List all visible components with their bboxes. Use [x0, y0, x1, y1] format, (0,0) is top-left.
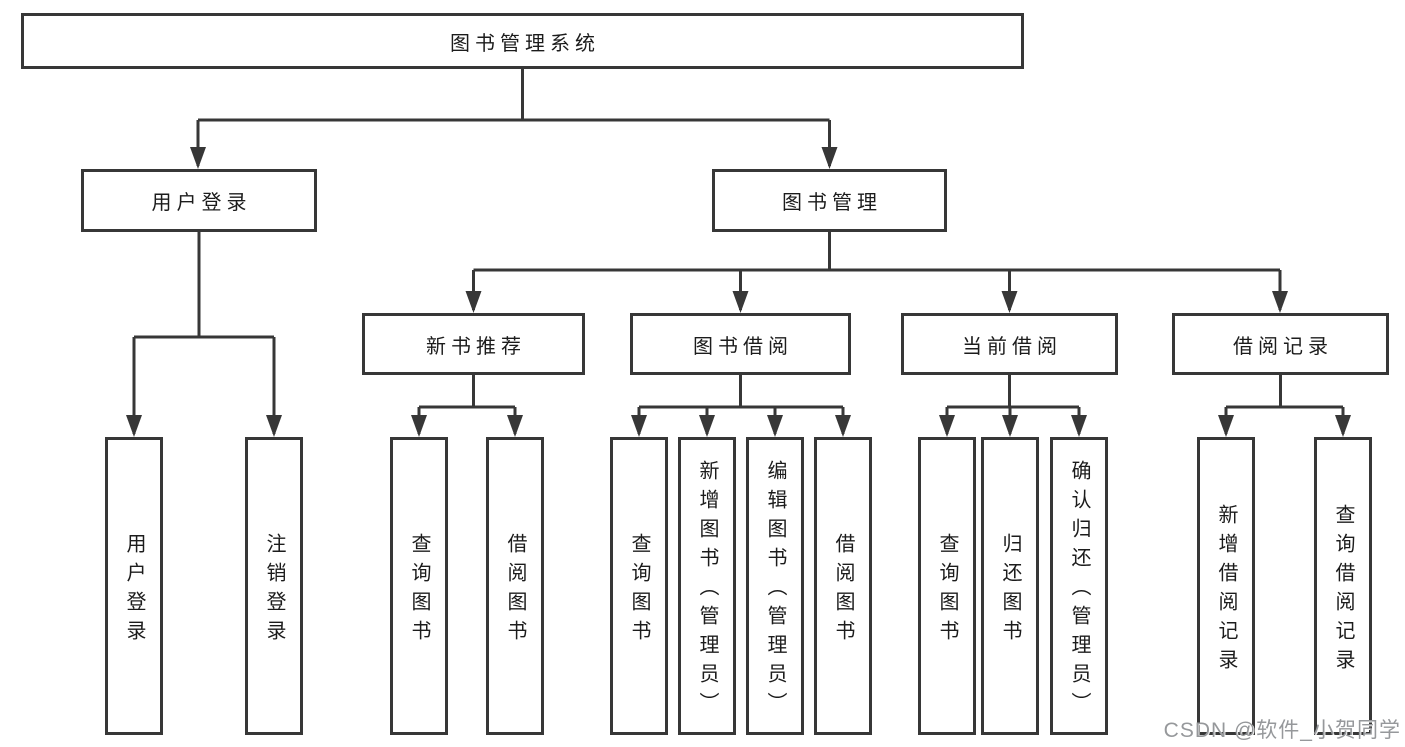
- node-new-book-recommend: 新书推荐: [362, 313, 585, 375]
- leaf-edit-books-admin: 编辑图书（管理员）: [746, 437, 804, 735]
- connector-skeleton: [134, 66, 1343, 409]
- leaf-add-borrow-record: 新增借阅记录: [1197, 437, 1255, 735]
- leaf-borrow-query-books: 查询图书: [610, 437, 668, 735]
- leaf-query-borrow-record: 查询借阅记录: [1314, 437, 1372, 735]
- leaf-logout: 注销登录: [245, 437, 303, 735]
- leaf-return-books: 归还图书: [981, 437, 1039, 735]
- node-book-management: 图书管理: [712, 169, 947, 232]
- leaf-newrec-query-books: 查询图书: [390, 437, 448, 735]
- leaf-add-books-admin: 新增图书（管理员）: [678, 437, 736, 735]
- leaf-confirm-return-admin: 确认归还（管理员）: [1050, 437, 1108, 735]
- node-book-borrow: 图书借阅: [630, 313, 851, 375]
- leaf-current-query-books: 查询图书: [918, 437, 976, 735]
- csdn-watermark: CSDN @软件_小贺同学: [1163, 719, 1401, 742]
- leaf-user-login: 用户登录: [105, 437, 163, 735]
- node-root: 图书管理系统: [21, 13, 1024, 69]
- node-borrow-records: 借阅记录: [1172, 313, 1389, 375]
- leaf-borrow-books: 借阅图书: [814, 437, 872, 735]
- node-user-login-branch: 用户登录: [81, 169, 317, 232]
- node-current-borrow: 当前借阅: [901, 313, 1118, 375]
- connector-arrows: [126, 120, 1351, 437]
- leaf-newrec-borrow-books: 借阅图书: [486, 437, 544, 735]
